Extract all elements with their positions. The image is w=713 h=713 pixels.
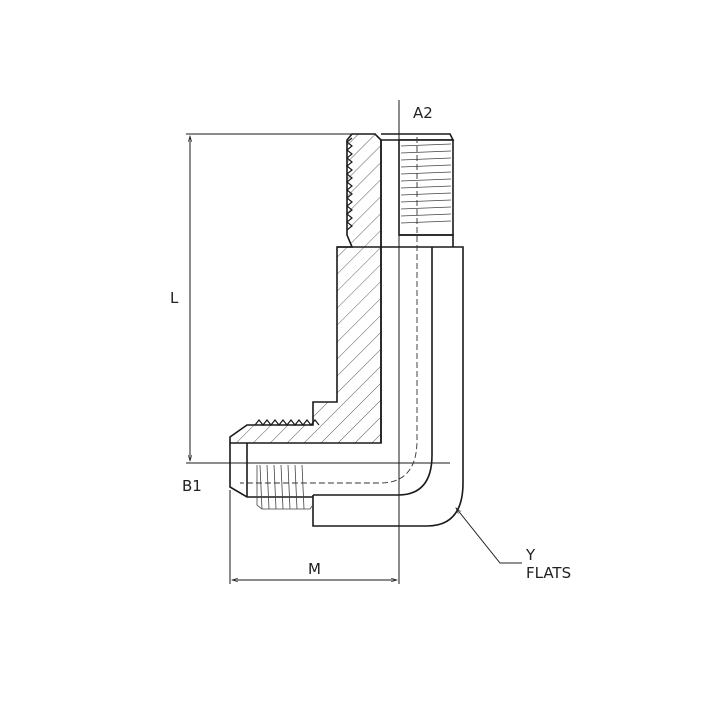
thread-lines-top xyxy=(400,143,452,224)
label-a2: A2 xyxy=(413,104,433,122)
label-y: Y xyxy=(526,546,536,564)
flats-leader xyxy=(455,507,522,564)
thread-teeth-vertical xyxy=(346,137,353,231)
thread-teeth-horizontal xyxy=(254,419,320,426)
label-b1: B1 xyxy=(182,477,202,495)
section-hatched xyxy=(229,133,382,444)
label-m: M xyxy=(308,560,321,578)
label-l: L xyxy=(170,289,179,307)
fitting-outline xyxy=(229,133,464,527)
thread-lines-side xyxy=(256,464,314,510)
hidden-bore-line xyxy=(240,137,418,484)
label-flats: FLATS xyxy=(526,564,572,582)
